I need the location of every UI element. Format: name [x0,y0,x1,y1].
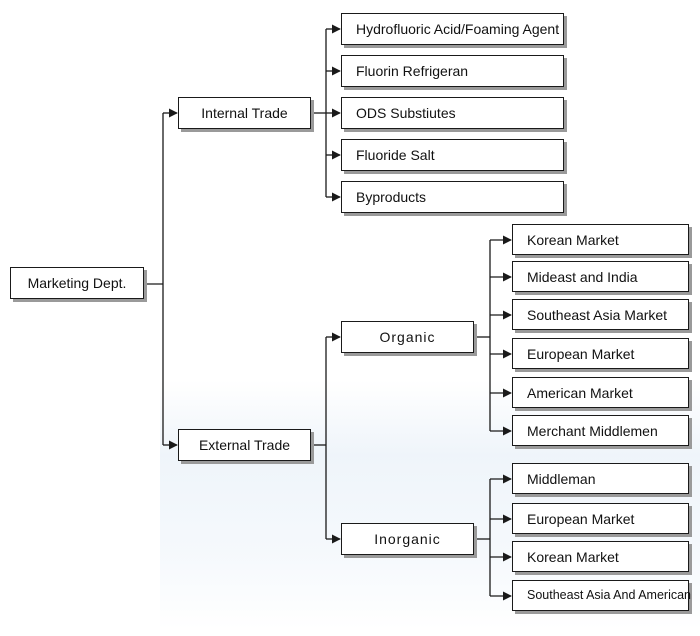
node-organic-item: Merchant Middlemen [512,415,689,446]
node-internal-item: Fluorin Refrigeran [341,55,564,87]
node-organic-item-label: Korean Market [527,231,619,248]
node-inorganic-label: Inorganic [374,531,441,547]
node-inorganic-item: Korean Market [512,541,689,572]
node-external-trade-label: External Trade [198,437,291,453]
node-organic-item-label: Mideast and India [527,268,638,285]
node-internal-trade: Internal Trade [178,97,311,129]
node-internal-trade-label: Internal Trade [201,105,288,121]
node-organic: Organic [341,321,474,353]
node-organic-item-label: Southeast Asia Market [527,306,668,323]
node-organic-item-label: European Market [527,345,635,362]
node-organic-item: American Market [512,377,689,408]
node-internal-item-label: Hydrofluoric Acid/Foaming Agent [356,21,560,37]
node-inorganic-item-label: Korean Market [527,548,619,565]
node-inorganic-item: Southeast Asia And American [512,580,691,611]
node-external-trade: External Trade [178,429,311,461]
node-internal-item-label: Byproducts [356,189,427,205]
node-inorganic-item: European Market [512,503,689,534]
node-internal-item: Hydrofluoric Acid/Foaming Agent [341,13,564,45]
node-organic-label: Organic [379,329,436,345]
node-organic-item: Mideast and India [512,261,689,292]
node-internal-item-label: Fluoride Salt [356,147,435,163]
node-inorganic-item: Middleman [512,463,689,494]
node-internal-item: ODS Substiutes [341,97,564,129]
node-internal-item-label: Fluorin Refrigeran [356,63,469,79]
node-internal-item: Byproducts [341,181,564,213]
node-inorganic: Inorganic [341,523,474,555]
node-inorganic-item-label: Middleman [527,470,596,487]
node-marketing-dept-label: Marketing Dept. [27,275,127,291]
node-organic-item: Korean Market [512,224,689,255]
node-marketing-dept: Marketing Dept. [10,267,144,299]
node-inorganic-item-label: Southeast Asia And American [527,588,691,603]
node-organic-item-label: American Market [527,384,633,401]
node-organic-item: European Market [512,338,689,369]
node-organic-item-label: Merchant Middlemen [527,422,658,439]
node-inorganic-item-label: European Market [527,510,635,527]
node-internal-item-label: ODS Substiutes [356,105,456,121]
node-internal-item: Fluoride Salt [341,139,564,171]
node-organic-item: Southeast Asia Market [512,299,689,330]
